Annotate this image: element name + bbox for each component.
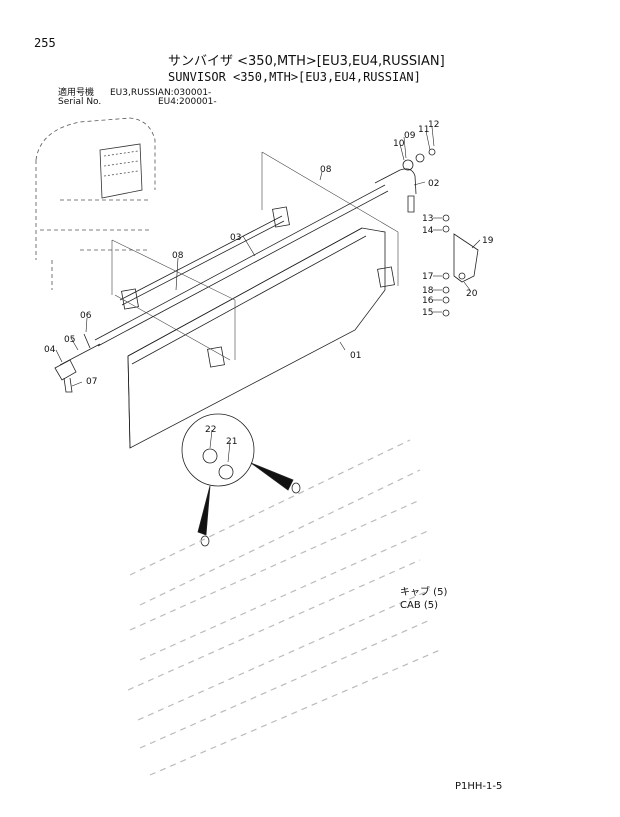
callout-19: 19 [482, 236, 494, 246]
guide-lines [111, 151, 399, 361]
callout-09: 09 [404, 131, 416, 141]
cab-label-jp: キャブ (5) [400, 587, 448, 598]
serial-value-eu3: EU3,RUSSIAN:030001- [110, 88, 212, 98]
faded-background-parts [127, 439, 441, 776]
hinge-assembly [374, 148, 479, 317]
title-english: SUNVISOR <350,MTH>[EU3,EU4,RUSSIAN] [168, 70, 421, 84]
callout-10: 10 [393, 139, 405, 149]
callout-02: 02 [428, 179, 439, 189]
callout-18: 18 [422, 286, 434, 296]
callout-13: 13 [422, 214, 433, 224]
callout-11: 11 [418, 125, 429, 135]
callout-06: 06 [80, 311, 92, 321]
callout-04: 04 [44, 345, 56, 355]
callout-12: 12 [428, 120, 439, 130]
callout-01: 01 [350, 351, 361, 361]
page-number: 255 [34, 36, 56, 50]
callout-16: 16 [422, 296, 434, 306]
serial-label-en: Serial No. [58, 97, 102, 107]
detail-circle [181, 413, 301, 547]
footer-code: P1HH-1-5 [455, 781, 503, 792]
sunvisor-panel [127, 227, 386, 449]
callout-08-upper: 08 [320, 165, 332, 175]
callout-17: 17 [422, 272, 433, 282]
callout-05: 05 [64, 335, 75, 345]
callout-22: 22 [205, 425, 216, 435]
callout-03: 03 [230, 233, 241, 243]
cab-label-en: CAB (5) [400, 600, 439, 611]
serial-label-jp: 適用号機 [58, 88, 95, 98]
callout-21: 21 [226, 437, 237, 447]
callout-labels: 01 02 03 04 05 06 07 08 08 09 10 11 12 1… [44, 120, 494, 447]
serial-value-eu4: EU4:200001- [158, 97, 217, 107]
leader-lines [55, 126, 481, 463]
callout-14: 14 [422, 226, 434, 236]
callout-20: 20 [466, 289, 478, 299]
end-cap-parts [54, 333, 91, 393]
cab-outline [35, 117, 156, 290]
rods [59, 184, 389, 366]
title-japanese: サンバイザ <350,MTH>[EU3,EU4,RUSSIAN] [168, 54, 445, 69]
callout-15: 15 [422, 308, 433, 318]
callout-08-lower: 08 [172, 251, 184, 261]
callout-07: 07 [86, 377, 97, 387]
